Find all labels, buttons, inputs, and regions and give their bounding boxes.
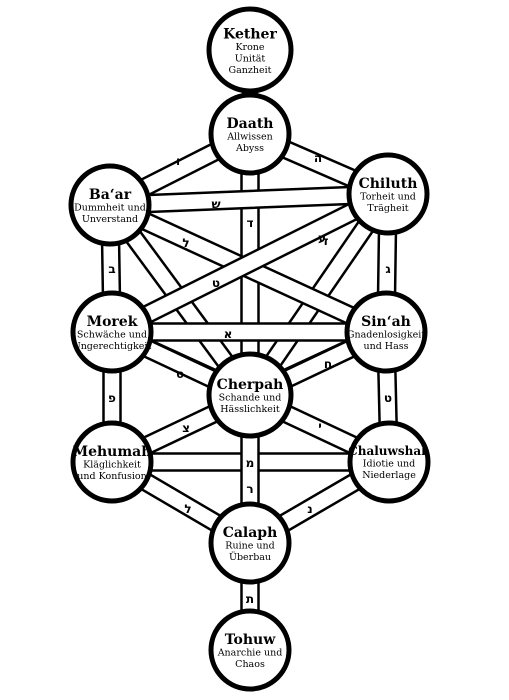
path-letter: ב [108,262,115,276]
node-subtitle-line: Anarchie und [217,648,283,659]
node-circle [206,6,294,94]
path-letter: ד [246,216,253,230]
node-title: Kether [223,27,277,43]
node-subtitle-line: Dummheit und [74,203,146,214]
node-subtitle-line: Schwäche und [77,330,147,341]
node-circle [68,163,152,247]
node-subtitle-line: Ungerechtigkeit [73,341,152,352]
node-circle [347,420,431,504]
node-subtitle-line: Ganzheit [229,65,272,76]
node-subtitle-line: und Hass [363,341,408,352]
node-circle [206,351,294,439]
node-circle [344,290,428,374]
path-letter: ר [246,482,253,496]
path-letter: ש [211,197,220,211]
node-circle [208,92,292,176]
path-letter: ת [246,592,254,606]
path-letter: ל [184,502,191,516]
path-letter: א [224,327,233,341]
path-letter: ח [324,357,332,371]
node-subtitle-line: Trägheit [367,203,408,214]
node-title: Daath [227,116,274,132]
node-subtitle-line: Ruine und [225,541,274,552]
node-subtitle-line: Überbau [229,551,271,563]
node-title: Tohuw [225,632,277,648]
path-letter: צ [182,421,190,435]
path-letter: ע [318,231,326,245]
node-title: Chiluth [359,176,418,192]
node-subtitle-line: Unität [235,54,266,65]
node-circle [70,290,154,374]
path-letter: ג [385,262,391,276]
node-subtitle-line: Idiotie und [363,459,415,470]
node-title: Calaph [223,525,278,541]
path-letter: פ [108,391,116,405]
node-subtitle-line: Allwissen [226,132,273,143]
node-title: Mehumah [73,444,152,460]
path-letter: ס [176,367,184,381]
node-subtitle-line: Torheit und [360,192,416,203]
node-subtitle-line: Hässlichkeit [220,404,280,415]
path-letter: ה [314,151,322,165]
node-subtitle-line: Niederlage [362,470,416,481]
node-title: Ba‘ar [89,187,132,203]
node-subtitle-line: Gnadenlosigkeit [347,330,425,341]
node-subtitle-line: Abyss [235,143,264,154]
node-title: Cherpah [217,377,284,393]
node-circle [70,420,154,504]
node-title: Morek [87,314,138,330]
node-subtitle-line: Kläglichkeit [83,460,141,471]
path-letter: ל [182,236,189,250]
path-letter: י [318,419,322,433]
node-circle [208,501,292,585]
node-title: Chaluwshah [348,444,430,458]
path-letter: ט [212,276,220,290]
path-letter: ז [324,234,329,248]
node-subtitle-line: Unverstand [82,214,138,225]
node-circle [208,608,292,692]
node-circle [346,152,430,236]
node-subtitle-line: Schande und [219,393,282,404]
node-title: Sin‘ah [361,314,411,330]
node-subtitle-line: und Konfusion [77,471,146,482]
path-letter: ו [176,154,180,168]
path-letter: מ [246,456,255,470]
path-letter: ט [384,391,392,405]
node-subtitle-line: Krone [235,42,264,53]
node-subtitle-line: Chaos [235,659,265,670]
path-letter: נ [307,502,312,516]
nodes-layer: KetherKroneUnitätGanzheitDaathAllwissenA… [68,6,431,692]
